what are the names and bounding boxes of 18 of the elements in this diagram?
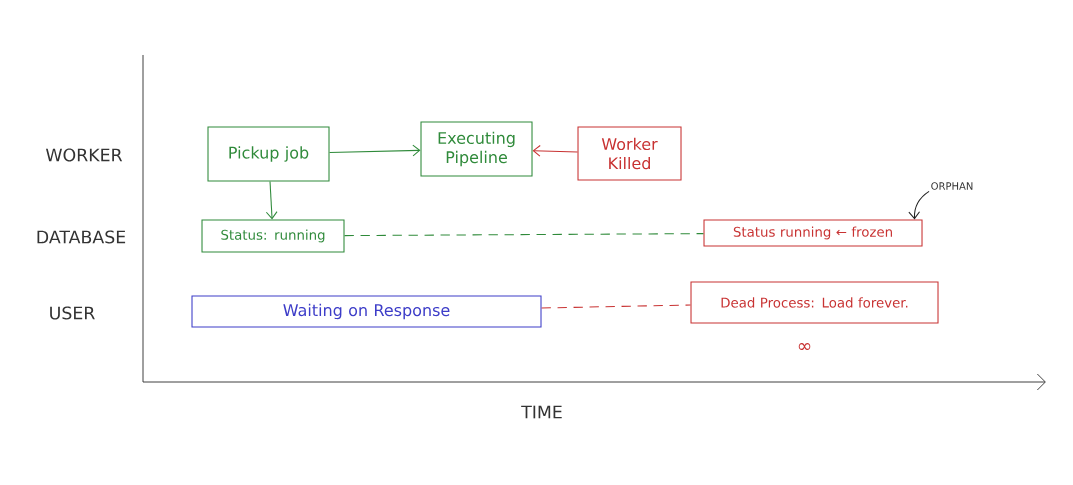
lane-label: DATABASE bbox=[37, 230, 126, 244]
connector-line bbox=[541, 304, 691, 309]
process-box: Pickup job bbox=[207, 126, 330, 182]
lane-label: WORKER bbox=[46, 148, 123, 162]
leader-arrow bbox=[908, 190, 930, 220]
infinity-sign: ∞ bbox=[798, 343, 811, 350]
process-box: Executing Pipeline bbox=[420, 121, 533, 177]
process-box: Worker Killed bbox=[577, 126, 682, 181]
status-box: Dead Process: Load forever. bbox=[690, 281, 939, 324]
arrow bbox=[329, 144, 421, 157]
callout-text: ORPHAN bbox=[931, 182, 973, 190]
status-box: Status running ← frozen bbox=[703, 219, 923, 247]
status-box: Waiting on Response bbox=[191, 295, 542, 328]
axis-label: TIME bbox=[521, 405, 562, 419]
arrow bbox=[532, 145, 578, 157]
status-box: Status: running bbox=[201, 219, 345, 253]
arrow bbox=[265, 181, 278, 220]
lane-label: USER bbox=[50, 306, 95, 320]
